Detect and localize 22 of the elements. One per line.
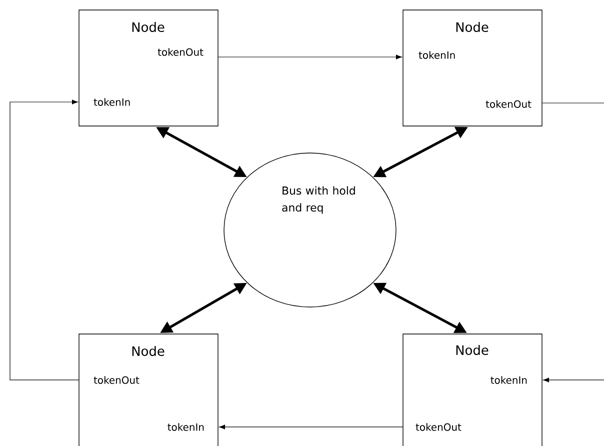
port-label: tokenIn — [418, 51, 455, 59]
port-label: tokenIn — [94, 98, 130, 106]
port-label: tokenOut — [158, 48, 204, 56]
node-title: Node — [456, 22, 488, 32]
arrow — [219, 424, 404, 430]
arrow — [543, 378, 604, 382]
node-box — [78, 10, 218, 126]
bus-label: Bus with hold and req — [282, 186, 355, 214]
port-label: tokenIn — [168, 423, 204, 431]
node-title: Node — [132, 346, 164, 356]
port-label: tokenIn — [490, 376, 527, 384]
node-title: Node — [456, 344, 488, 355]
bus-ellipse — [224, 152, 396, 308]
port-label: tokenOut — [416, 423, 462, 431]
node-box — [402, 334, 542, 446]
arrow — [10, 100, 80, 380]
node-box — [402, 10, 542, 126]
node-title: Node — [132, 22, 164, 32]
node-box — [78, 334, 218, 446]
port-label: tokenOut — [486, 100, 532, 108]
port-label: tokenOut — [94, 376, 140, 384]
arrow — [218, 54, 402, 60]
